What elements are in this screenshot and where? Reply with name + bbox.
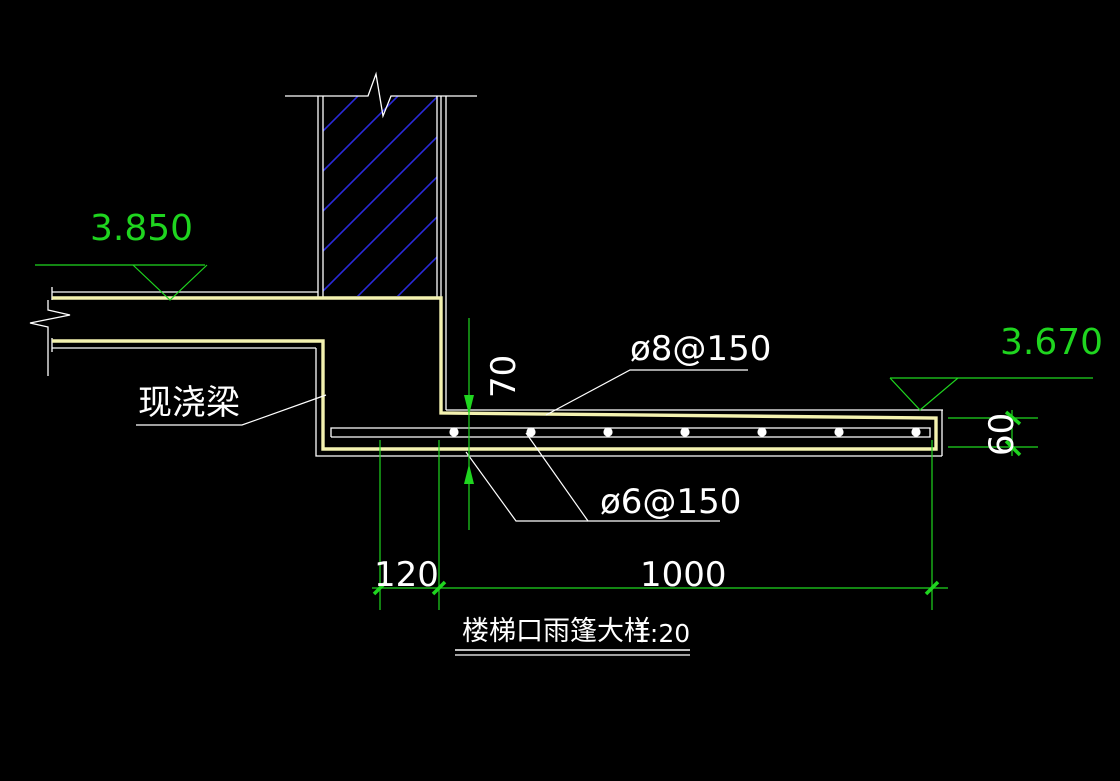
dim-tip-thickness: 60 [982, 413, 1022, 456]
rebar-dots [449, 427, 921, 437]
leader-lines [136, 369, 748, 522]
wall-hatch [323, 96, 437, 296]
rebar-dot [603, 427, 613, 437]
structure-outline [29, 71, 943, 457]
title-underline [455, 649, 690, 656]
drawing-scale: 1:20 [634, 619, 690, 648]
dim-canopy-length: 1000 [640, 555, 727, 595]
rebar-dot [911, 427, 921, 437]
rebar-dot [449, 427, 459, 437]
rebar-dot [757, 427, 767, 437]
elevation-3670: 3.670 [1000, 322, 1103, 363]
dimension-ticks [372, 410, 1022, 596]
beam-label: 现浇梁 [138, 383, 240, 423]
drawing-title: 楼梯口雨篷大样 [462, 616, 651, 647]
dimension-lines [35, 264, 1093, 610]
rebar-dot [834, 427, 844, 437]
dist-bar-label: ø6@150 [600, 482, 741, 522]
dim-wall-width: 120 [374, 555, 439, 595]
dimension-arrows [464, 395, 474, 484]
top-bar-label: ø8@150 [630, 329, 771, 369]
dim-root-thickness: 70 [484, 355, 524, 398]
elevation-3850: 3.850 [90, 208, 193, 249]
rebar-dot [680, 427, 690, 437]
rebar-dot [526, 427, 536, 437]
concrete-edge [52, 296, 938, 451]
